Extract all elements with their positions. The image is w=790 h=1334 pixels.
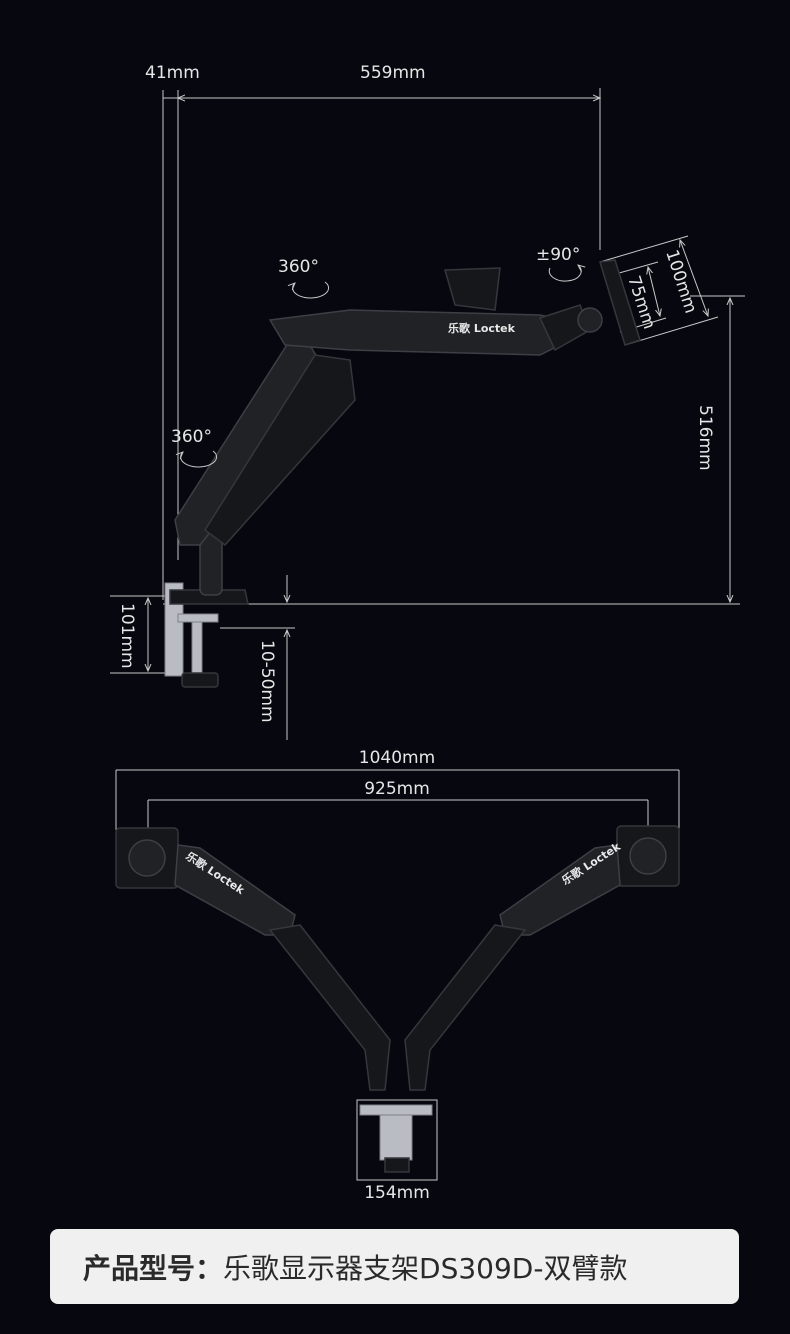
rotation-arm-label: 360° xyxy=(278,257,319,277)
dim-height: 516mm xyxy=(695,405,715,471)
caption-value: 乐歌显示器支架DS309D-双臂款 xyxy=(223,1251,628,1285)
dim-vesa-100: 100mm xyxy=(661,247,700,316)
product-model-caption: 产品型号： 乐歌显示器支架DS309D-双臂款 xyxy=(50,1229,739,1304)
side-view-monitor-arm: 乐歌 Loctek xyxy=(164,259,641,688)
caption-label: 产品型号： xyxy=(83,1251,224,1285)
dim-reach: 559mm xyxy=(360,63,426,83)
dim-desk-thickness: 10-50mm xyxy=(257,640,277,723)
dim-offset: 41mm xyxy=(145,63,200,83)
rotation-base-label: 360° xyxy=(171,427,212,447)
rotation-indicators xyxy=(181,265,582,468)
desk-clamp xyxy=(164,582,184,677)
dim-base-width: 154mm xyxy=(364,1183,430,1203)
dim-total-width: 1040mm xyxy=(359,748,435,768)
side-dimension-lines xyxy=(110,88,745,740)
side-labels: 41mm 559mm 360° ±90° 360° 100mm 75mm 516… xyxy=(117,63,715,723)
side-logo: 乐歌 Loctek xyxy=(448,321,516,335)
dim-vesa-span: 925mm xyxy=(364,779,430,799)
top-labels: 1040mm 925mm 154mm xyxy=(359,748,435,1203)
tilt-label: ±90° xyxy=(536,245,580,265)
dim-base-height: 101mm xyxy=(117,603,137,669)
top-dimension-lines xyxy=(115,769,680,1181)
top-view-monitor-arms: 乐歌 Loctek 乐歌 Loctek xyxy=(115,825,680,1173)
